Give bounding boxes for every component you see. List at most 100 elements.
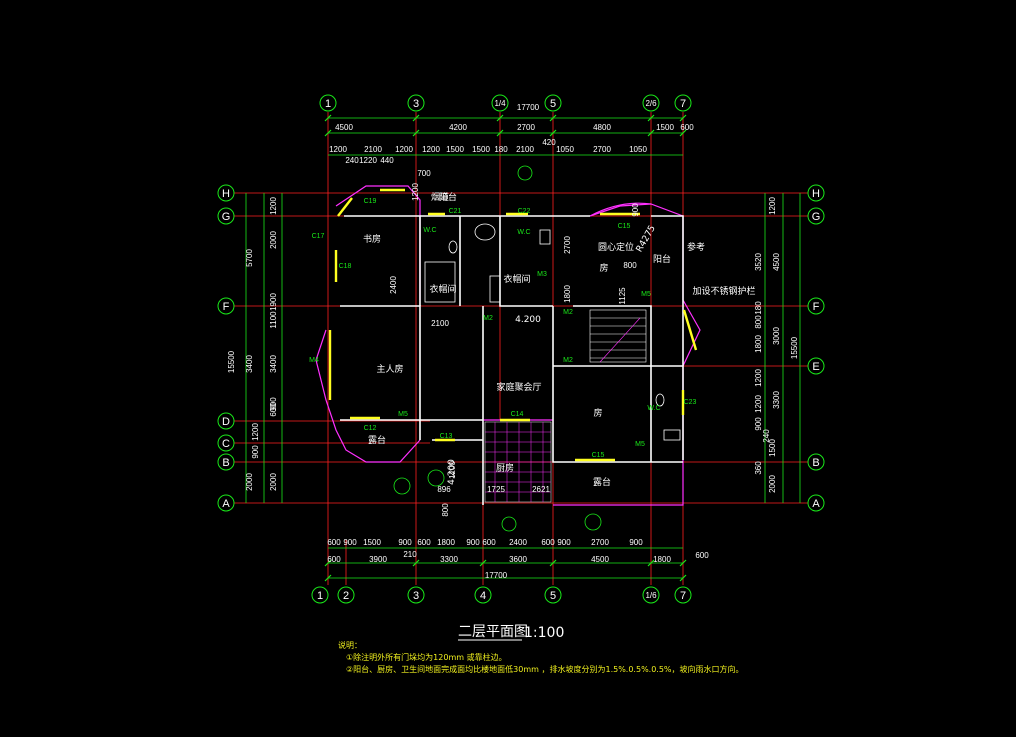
fixtures bbox=[424, 223, 681, 441]
dim-text: 440 bbox=[380, 156, 394, 165]
dim-text: 2400 bbox=[509, 538, 527, 547]
dim-text: 800 bbox=[754, 315, 763, 329]
dim-text: 1500 bbox=[768, 439, 777, 457]
dim-text: 1200 bbox=[269, 197, 278, 215]
dim-text: 1200 bbox=[251, 423, 260, 441]
dim-text: 1200 bbox=[395, 145, 413, 154]
dim-text: 900 bbox=[466, 538, 480, 547]
door-tag: M2 bbox=[563, 309, 573, 316]
annotation-center: 圆心定位 bbox=[598, 241, 634, 253]
dim-text: 2400 bbox=[389, 276, 398, 294]
right-dimensions: 15500 4500 3000 3300 1200 3520 180 800 1… bbox=[754, 197, 799, 493]
window-tag: C21 bbox=[449, 208, 462, 215]
room-label: 房 bbox=[599, 262, 608, 274]
dim-text: 600 bbox=[695, 551, 709, 560]
dim-text: 1200 bbox=[411, 183, 420, 201]
axis-bottom-label: 4 bbox=[480, 590, 486, 602]
dim-text: 900 bbox=[631, 203, 640, 217]
dim-text: 1200 bbox=[754, 395, 763, 413]
dim-right-total: 15500 bbox=[790, 336, 799, 359]
room-label: 露台 bbox=[368, 434, 386, 446]
detail-markers bbox=[393, 165, 602, 532]
dim-text: 4500 bbox=[772, 253, 781, 271]
axis-top-label: 5 bbox=[550, 98, 556, 110]
kitchen-tiles bbox=[484, 421, 552, 503]
window-tag: C19 bbox=[364, 198, 377, 205]
window-tag: C22 bbox=[518, 208, 531, 215]
axis-bottom-label: 3 bbox=[413, 590, 419, 602]
dim-text: 4500 bbox=[335, 123, 353, 132]
annotation-flue: 烟道 bbox=[431, 191, 449, 203]
axis-left-label: G bbox=[222, 211, 231, 223]
dim-text: 2700 bbox=[563, 236, 572, 254]
dim-text: 3520 bbox=[754, 253, 763, 271]
dim-text: 4500 bbox=[591, 555, 609, 564]
window-tag: C23 bbox=[684, 399, 697, 406]
axis-right-label: G bbox=[812, 211, 821, 223]
door-tag: M4 bbox=[309, 357, 319, 364]
dim-text: 2000 bbox=[269, 473, 278, 491]
dim-text: 1725 bbox=[487, 485, 505, 494]
dim-text: 896 bbox=[437, 485, 451, 494]
dim-text: 180 bbox=[494, 145, 508, 154]
dim-text: 3000 bbox=[772, 327, 781, 345]
dim-text: 180 bbox=[754, 301, 763, 315]
axis-right-label: F bbox=[813, 301, 820, 313]
dim-text: 210 bbox=[403, 550, 417, 559]
dim-text: 700 bbox=[417, 169, 431, 178]
dim-text: 1050 bbox=[556, 145, 574, 154]
drawing-title: 二层平面图 bbox=[458, 624, 528, 640]
dim-text: 2100 bbox=[364, 145, 382, 154]
room-label: 衣帽间 bbox=[503, 273, 530, 285]
dim-text: 1220 bbox=[359, 156, 377, 165]
dim-text: 900 bbox=[557, 538, 571, 547]
dim-text: 4200 bbox=[449, 123, 467, 132]
dim-text: 1500 bbox=[656, 123, 674, 132]
dim-bottom-total: 17700 bbox=[485, 571, 508, 580]
room-label: 书房 bbox=[363, 233, 381, 245]
dim-text: 900 bbox=[343, 538, 357, 547]
dim-text: 3600 bbox=[509, 555, 527, 564]
dim-text: 1800 bbox=[437, 538, 455, 547]
axis-bubbles bbox=[217, 94, 825, 604]
axis-top-label: 2/6 bbox=[645, 99, 657, 108]
axis-left-label: B bbox=[222, 457, 229, 469]
axis-right-label: E bbox=[812, 361, 819, 373]
dim-top-total: 17700 bbox=[517, 103, 540, 112]
dim-text: 800 bbox=[441, 503, 450, 517]
room-label: 阳台 bbox=[653, 253, 671, 265]
inner-dimensions: 2400 2100 2700 1800 1125 800 1200 800 89… bbox=[389, 169, 640, 517]
axis-bottom-label: 7 bbox=[680, 590, 686, 602]
bottom-dimensions: 600 900 1500 900 600 1800 900 600 2400 6… bbox=[327, 538, 709, 580]
axis-left-label: H bbox=[222, 188, 230, 200]
dim-text: 1900 bbox=[269, 293, 278, 311]
dim-text: 1200 bbox=[329, 145, 347, 154]
annotation-level: 4.200 bbox=[515, 315, 541, 325]
dim-text: 3400 bbox=[245, 355, 254, 373]
dim-text: 2700 bbox=[517, 123, 535, 132]
dim-text: 600 bbox=[327, 555, 341, 564]
dim-text: 2000 bbox=[768, 475, 777, 493]
dim-text: 1200 bbox=[768, 197, 777, 215]
staircase bbox=[589, 309, 647, 363]
room-label: 厨房 bbox=[496, 462, 514, 474]
dim-text: 900 bbox=[269, 397, 278, 411]
window-tag: C15 bbox=[592, 452, 605, 459]
dim-text: 2100 bbox=[431, 319, 449, 328]
axis-bottom-label: 1 bbox=[317, 590, 323, 602]
axis-right-label: H bbox=[812, 188, 820, 200]
dim-text: 420 bbox=[542, 138, 556, 147]
window-tag: C17 bbox=[312, 233, 325, 240]
dim-text: 900 bbox=[754, 417, 763, 431]
axis-left-label: C bbox=[222, 438, 230, 450]
window-tag: C13 bbox=[440, 433, 453, 440]
dim-text: 1800 bbox=[563, 285, 572, 303]
window-tag: C14 bbox=[511, 411, 524, 418]
dim-text: 1100 bbox=[269, 311, 278, 329]
wc-tag: W.C bbox=[517, 229, 530, 236]
note-1: ①除注明外所有门垛均为120mm 或靠柱边。 bbox=[346, 652, 507, 662]
axis-right-label: A bbox=[812, 498, 820, 510]
dim-text: 2621 bbox=[532, 485, 550, 494]
dim-text: 1200 bbox=[448, 461, 457, 479]
axis-labels: 1 3 1/4 5 2/6 7 1 2 3 4 5 1/6 7 H G F D … bbox=[222, 98, 821, 602]
